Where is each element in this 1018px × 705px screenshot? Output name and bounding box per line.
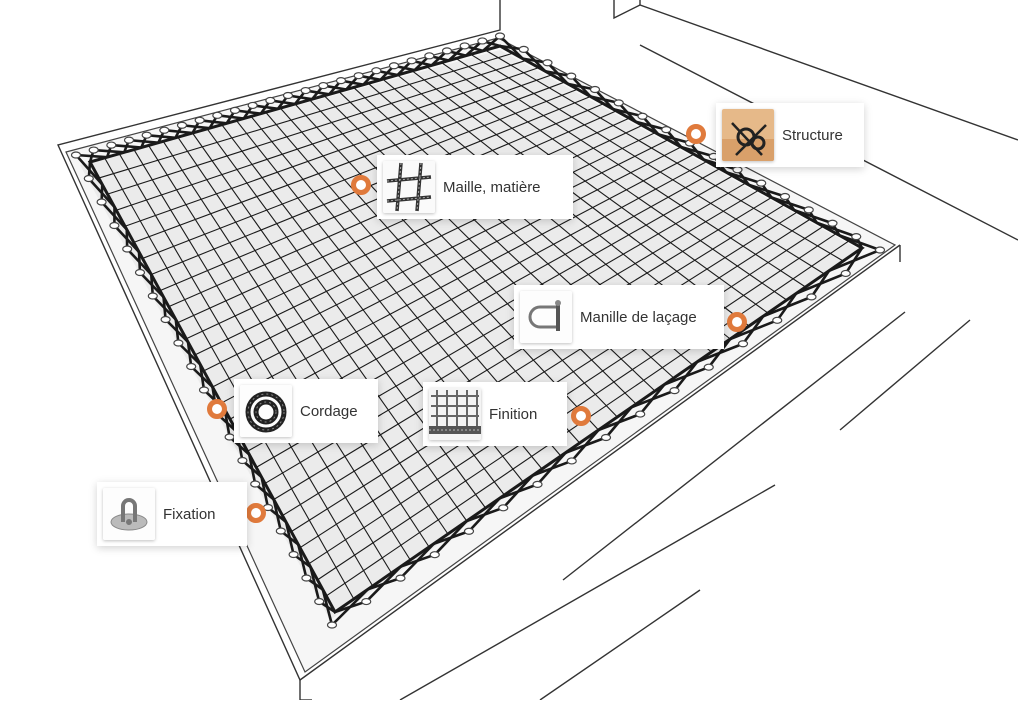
finition-label: Finition [489,406,537,423]
net-edge-finish-icon [429,388,481,440]
fixation-label: Fixation [163,506,216,523]
shackle-icon [520,291,572,343]
manille-card[interactable]: Manille de laçage [514,285,724,349]
maille-card[interactable]: Maille, matière [377,155,573,219]
coiled-rope-icon [240,385,292,437]
structure-hotspot[interactable] [686,124,706,144]
finition-card[interactable]: Finition [423,382,567,446]
cordage-label: Cordage [300,403,358,420]
cordage-card[interactable]: Cordage [234,379,378,443]
manille-hotspot[interactable] [727,312,747,332]
anchor-eye-plate-icon [103,488,155,540]
maille-label: Maille, matière [443,179,541,196]
net-mesh-icon [383,161,435,213]
finition-hotspot[interactable] [571,406,591,426]
structure-card[interactable]: Structure [716,103,864,167]
fixation-hotspot[interactable] [246,503,266,523]
fixation-card[interactable]: Fixation [97,482,247,546]
manille-label: Manille de laçage [580,309,697,326]
cordage-hotspot[interactable] [207,399,227,419]
maille-hotspot[interactable] [351,175,371,195]
structure-label: Structure [782,127,843,144]
wooden-beam-with-rope-icon [722,109,774,161]
